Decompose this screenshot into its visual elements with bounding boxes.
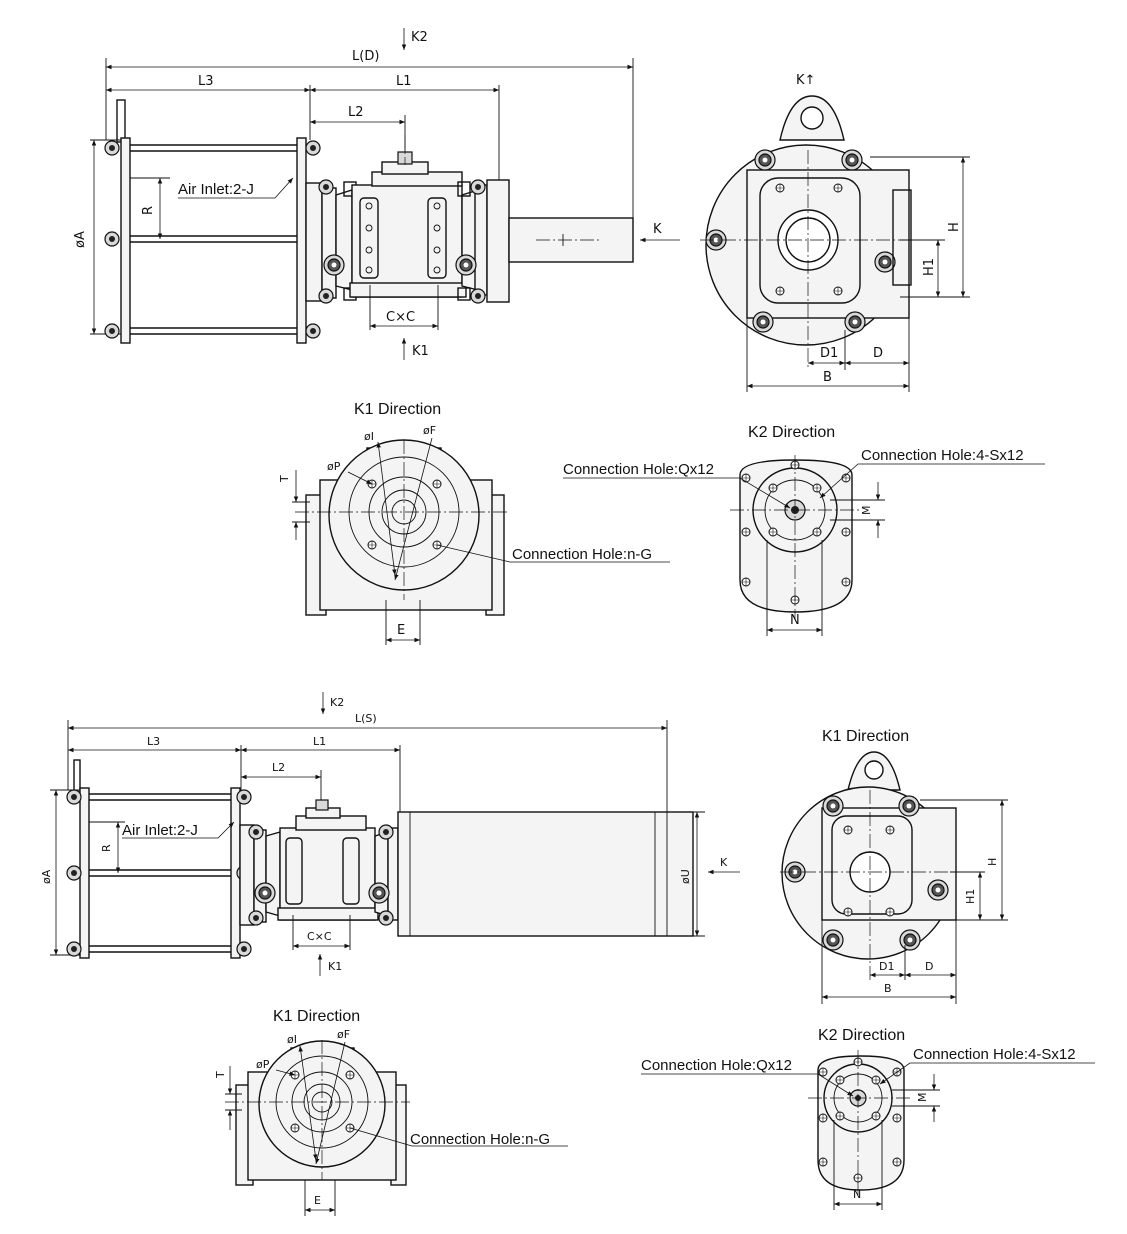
t-label: T	[214, 1071, 227, 1079]
k2-label: K2	[411, 30, 428, 45]
connection-hole-s-label: Connection Hole:4-Sx12	[861, 447, 1024, 464]
l2-label: L2	[348, 105, 364, 120]
d1-label: D1	[820, 346, 838, 361]
k2-label: K2	[330, 696, 344, 709]
l3-label: L3	[198, 74, 214, 89]
h1-label: H1	[922, 258, 937, 276]
phi-u-label: øU	[679, 869, 692, 884]
top-k1-view: K1 Direction øI øF øP T Connection Hole:…	[278, 401, 670, 645]
connection-hole-s-label: Connection Hole:4-Sx12	[913, 1046, 1076, 1063]
phi-p-label: øP	[256, 1058, 270, 1071]
kn-label: K↑	[796, 73, 815, 88]
connection-hole-ng-label: Connection Hole:n-G	[410, 1131, 550, 1148]
k1-label: K1	[328, 960, 342, 973]
k2-direction-title: K2 Direction	[818, 1027, 905, 1044]
bottom-side-view: K2 L(S) L3 L1 L2 øA R Air Inlet:2-J	[40, 692, 740, 976]
air-inlet-label: Air Inlet:2-J	[122, 822, 198, 839]
connection-hole-q-label: Connection Hole:Qx12	[563, 461, 714, 478]
phi-f-label: øF	[423, 424, 436, 437]
e-label: E	[397, 623, 405, 638]
l3-label: L3	[147, 735, 160, 748]
phi-i-label: øI	[364, 430, 374, 443]
connection-hole-q-label: Connection Hole:Qx12	[641, 1057, 792, 1074]
d1-label: D1	[879, 960, 894, 973]
cxc-label: C×C	[386, 310, 415, 325]
l-s-label: L(S)	[355, 712, 377, 725]
phi-a-label: øA	[40, 869, 53, 884]
r-label: R	[100, 844, 113, 852]
top-end-view: K↑ H H1 D1 D B	[700, 73, 970, 392]
h-label: H	[947, 222, 962, 232]
k2-direction-title: K2 Direction	[748, 424, 835, 441]
k1-direction-title: K1 Direction	[354, 401, 441, 418]
l1-label: L1	[313, 735, 326, 748]
d-label: D	[873, 346, 883, 361]
n-label: N	[790, 613, 800, 628]
l-d-label: L(D)	[352, 49, 379, 64]
m-label: M	[860, 506, 873, 516]
bottom-k1-view: K1 Direction øI øF øP T Connection Hole:…	[214, 1008, 568, 1216]
r-label: R	[141, 206, 156, 215]
m-label: M	[916, 1093, 929, 1103]
bottom-k2-view: K2 Direction Connection Hole:Qx12 Connec…	[641, 1027, 1095, 1210]
t-label: T	[278, 475, 291, 483]
top-k2-view: K2 Direction Connection Hole:Qx12 Connec…	[563, 424, 1045, 636]
k1-direction-title: K1 Direction	[273, 1008, 360, 1025]
h-label: H	[986, 858, 999, 866]
l1-label: L1	[396, 74, 412, 89]
top-side-view: K2 L(D) L3 L1 L2 øA R Air Inlet:2-J	[73, 28, 680, 360]
k1-direction-title-end: K1 Direction	[822, 728, 909, 745]
e-label: E	[314, 1194, 321, 1207]
phi-p-label: øP	[327, 460, 341, 473]
k1-label: K1	[412, 344, 429, 359]
h1-label: H1	[964, 889, 977, 904]
d-label: D	[925, 960, 933, 973]
n-label: N	[853, 1188, 861, 1201]
air-inlet-label: Air Inlet:2-J	[178, 181, 254, 198]
phi-f-label: øF	[337, 1028, 350, 1041]
l2-label: L2	[272, 761, 285, 774]
k-label: K	[653, 222, 662, 237]
phi-a-label: øA	[73, 231, 88, 248]
k-label: K	[720, 856, 728, 869]
bottom-end-view: K1 Direction H H1 D1 D B	[780, 728, 1008, 1004]
cxc-label: C×C	[307, 930, 332, 943]
connection-hole-ng-label: Connection Hole:n-G	[512, 546, 652, 563]
phi-i-label: øI	[287, 1033, 297, 1046]
b-label: B	[884, 982, 892, 995]
b-label: B	[823, 370, 832, 385]
